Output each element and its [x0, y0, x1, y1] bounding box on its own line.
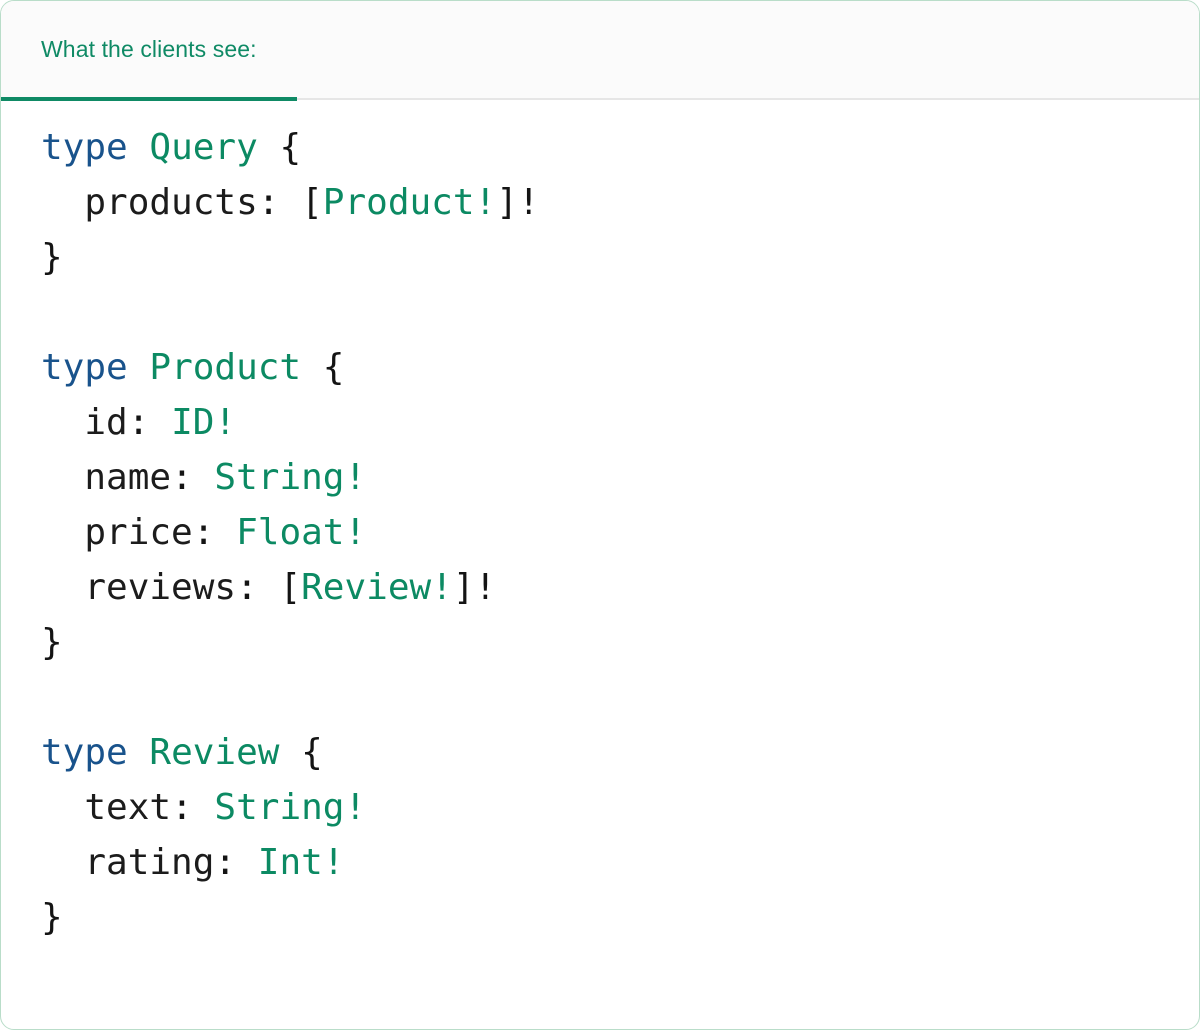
code-token: : [171, 457, 215, 498]
code-token [41, 402, 84, 443]
code-line: name: String! [41, 450, 1159, 505]
code-token: rating [84, 842, 215, 883]
code-token [128, 732, 150, 773]
code-token: ]! [496, 182, 540, 223]
code-token: price [84, 512, 193, 553]
code-line: text: String! [41, 780, 1159, 835]
code-line [41, 670, 1159, 725]
code-token: : [192, 512, 237, 553]
code-line: type Review { [41, 725, 1159, 780]
code-token: } [41, 622, 63, 663]
code-token: ]! [452, 567, 497, 608]
code-token: : [257, 182, 302, 223]
code-token [41, 457, 84, 498]
code-token: : [214, 842, 258, 883]
code-pane: type Query { products: [Product!]! } typ… [1, 100, 1199, 975]
code-token: : [236, 567, 280, 608]
tab-what-the-clients-see[interactable]: What the clients see: [1, 1, 297, 101]
code-token [301, 347, 323, 388]
code-line: } [41, 615, 1159, 670]
code-token: Float! [236, 512, 367, 553]
code-token [41, 787, 84, 828]
code-line: } [41, 230, 1159, 285]
graphql-schema-code[interactable]: type Query { products: [Product!]! } typ… [1, 120, 1199, 945]
code-line: price: Float! [41, 505, 1159, 560]
code-line: reviews: [Review!]! [41, 560, 1159, 615]
code-token: reviews [84, 567, 237, 608]
code-token: [ [279, 567, 302, 608]
code-token: Review [149, 732, 280, 773]
code-token: } [41, 237, 63, 278]
code-line: type Query { [41, 120, 1159, 175]
code-token: type [41, 732, 128, 773]
code-token: Product! [322, 182, 497, 223]
code-token [41, 182, 84, 223]
code-token: : [127, 402, 172, 443]
code-token: type [41, 127, 128, 168]
code-token: Product [149, 347, 302, 388]
code-line: rating: Int! [41, 835, 1159, 890]
code-token: { [279, 127, 302, 168]
code-token: text [84, 787, 172, 828]
code-line: type Product { [41, 340, 1159, 395]
code-token: Int! [257, 842, 345, 883]
code-token [41, 567, 84, 608]
code-token: String! [214, 457, 367, 498]
code-token: { [301, 732, 323, 773]
code-token [41, 842, 84, 883]
code-token [258, 127, 280, 168]
code-token: Query [149, 127, 258, 168]
code-line: } [41, 890, 1159, 945]
code-token: type [41, 347, 128, 388]
tab-label: What the clients see: [41, 36, 257, 62]
tab-bar: What the clients see: [1, 1, 1199, 101]
code-line [41, 285, 1159, 340]
code-token [128, 127, 150, 168]
code-token: name [84, 457, 172, 498]
code-token: [ [301, 182, 323, 223]
code-line: products: [Product!]! [41, 175, 1159, 230]
code-token [128, 347, 150, 388]
code-token [41, 512, 84, 553]
code-token: : [171, 787, 215, 828]
code-token [279, 732, 301, 773]
code-line: id: ID! [41, 395, 1159, 450]
code-token: } [41, 897, 63, 938]
code-token: products [84, 182, 258, 223]
code-token: { [322, 347, 345, 388]
code-token: id [84, 402, 128, 443]
code-token: String! [214, 787, 367, 828]
code-token: Review! [301, 567, 453, 608]
code-token: ID! [171, 402, 237, 443]
